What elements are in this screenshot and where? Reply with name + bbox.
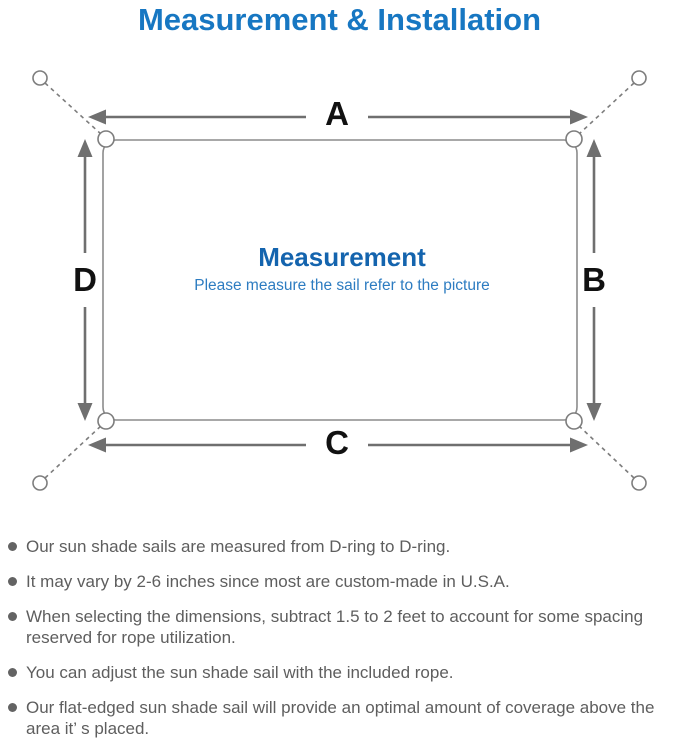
dim-label-a: A [325,95,349,132]
d-ring-top-right-icon [565,130,583,148]
d-ring-bottom-right-icon [565,412,583,430]
arrowhead-c-right-icon [570,437,588,453]
arrowhead-b-top-icon [586,139,602,157]
note-text: Our sun shade sails are measured from D-… [26,537,451,556]
anchor-line-bottom-left [44,424,103,479]
note-text: Our flat-edged sun shade sail will provi… [26,698,655,738]
anchor-ring-bottom-right-icon [631,475,647,491]
measurement-diagram: A C D B Measurement Please measure the s… [32,70,647,491]
note-item: It may vary by 2-6 inches since most are… [8,571,675,592]
note-text: You can adjust the sun shade sail with t… [26,663,454,682]
bullet-icon [8,612,17,621]
bullet-icon [8,668,17,677]
note-item: You can adjust the sun shade sail with t… [8,662,675,683]
page-title: Measurement & Installation [137,2,542,37]
anchor-line-bottom-right [577,424,635,479]
arrowhead-d-bottom-icon [77,403,93,421]
bullet-icon [8,703,17,712]
note-item: Our flat-edged sun shade sail will provi… [8,697,675,739]
sail-outline [102,139,578,421]
dim-label-c: C [325,424,349,461]
arrowhead-d-top-icon [77,139,93,157]
bullet-icon [8,542,17,551]
notes-list: Our sun shade sails are measured from D-… [0,536,679,753]
arrowhead-a-right-icon [570,109,588,125]
dim-label-d: D [73,261,97,298]
anchor-ring-top-right-icon [631,70,647,86]
note-item: When selecting the dimensions, subtract … [8,606,675,648]
d-ring-top-left-icon [97,130,115,148]
note-text: It may vary by 2-6 inches since most are… [26,572,510,591]
note-item: Our sun shade sails are measured from D-… [8,536,675,557]
anchor-line-top-left [44,82,103,136]
anchor-ring-top-left-icon [32,70,48,86]
anchor-line-top-right [577,82,635,136]
arrowhead-a-left-icon [88,109,106,125]
dim-label-b: B [582,261,606,298]
arrowhead-c-left-icon [88,437,106,453]
arrowhead-b-bottom-icon [586,403,602,421]
d-ring-bottom-left-icon [97,412,115,430]
diagram-center-heading: Measurement [258,242,426,272]
note-text: When selecting the dimensions, subtract … [26,607,644,647]
diagram-center-subheading: Please measure the sail refer to the pic… [194,277,490,294]
bullet-icon [8,577,17,586]
anchor-ring-bottom-left-icon [32,475,48,491]
